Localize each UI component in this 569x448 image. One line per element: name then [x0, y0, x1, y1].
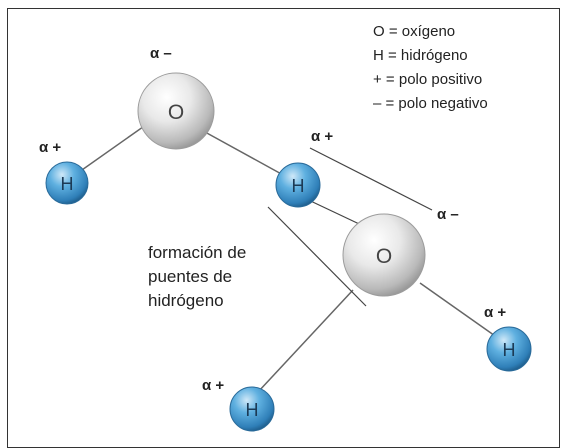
legend-item-hydrogen: H = hidrógeno	[373, 47, 468, 64]
caption-line-1: formación de	[148, 243, 246, 262]
water-molecules-diagram: O H H O H H α – α + α + α – α + α + O = …	[39, 23, 532, 432]
charge-o-right: α –	[437, 206, 459, 223]
hydrogen-label-middle: H	[292, 176, 305, 196]
legend-item-oxygen: O = oxígeno	[373, 23, 455, 40]
hydrogen-atom-bottom: H	[229, 386, 275, 432]
oxygen-atom-top: O	[137, 72, 215, 150]
oxygen-label-top: O	[168, 101, 184, 124]
hydrogen-label-right: H	[503, 340, 516, 360]
hydrogen-atom-middle: H	[275, 162, 321, 208]
charge-h-right: α +	[484, 304, 506, 321]
charge-o-top: α –	[150, 45, 172, 62]
bond-o-right-h-bottom	[257, 289, 354, 393]
charge-h-middle: α +	[311, 128, 333, 145]
hbond-line-3	[267, 206, 367, 307]
hydrogen-atom-right: H	[486, 326, 532, 372]
legend-item-positive: + = polo positivo	[373, 71, 482, 88]
hydrogen-label-bottom: H	[246, 400, 259, 420]
charge-h-left: α +	[39, 139, 61, 156]
legend-item-negative: – = polo negativo	[373, 95, 488, 112]
oxygen-label-right: O	[376, 245, 392, 268]
legend: O = oxígeno H = hidrógeno + = polo posit…	[373, 23, 488, 112]
diagram-frame	[7, 8, 560, 448]
hydrogen-atom-left: H	[45, 161, 89, 205]
bond-o-top-h-left	[71, 121, 151, 178]
caption-line-3: hidrógeno	[148, 291, 224, 310]
hbond-line-2	[309, 147, 433, 211]
charge-h-bottom: α +	[202, 377, 224, 394]
hydrogen-label-left: H	[61, 174, 74, 194]
hydrogen-bond-caption: formación de puentes de hidrógeno	[148, 243, 246, 310]
caption-line-2: puentes de	[148, 267, 232, 286]
bond-o-right-h-right	[419, 282, 499, 339]
bond-o-top-h-middle	[204, 131, 286, 177]
oxygen-atom-right: O	[342, 213, 426, 297]
